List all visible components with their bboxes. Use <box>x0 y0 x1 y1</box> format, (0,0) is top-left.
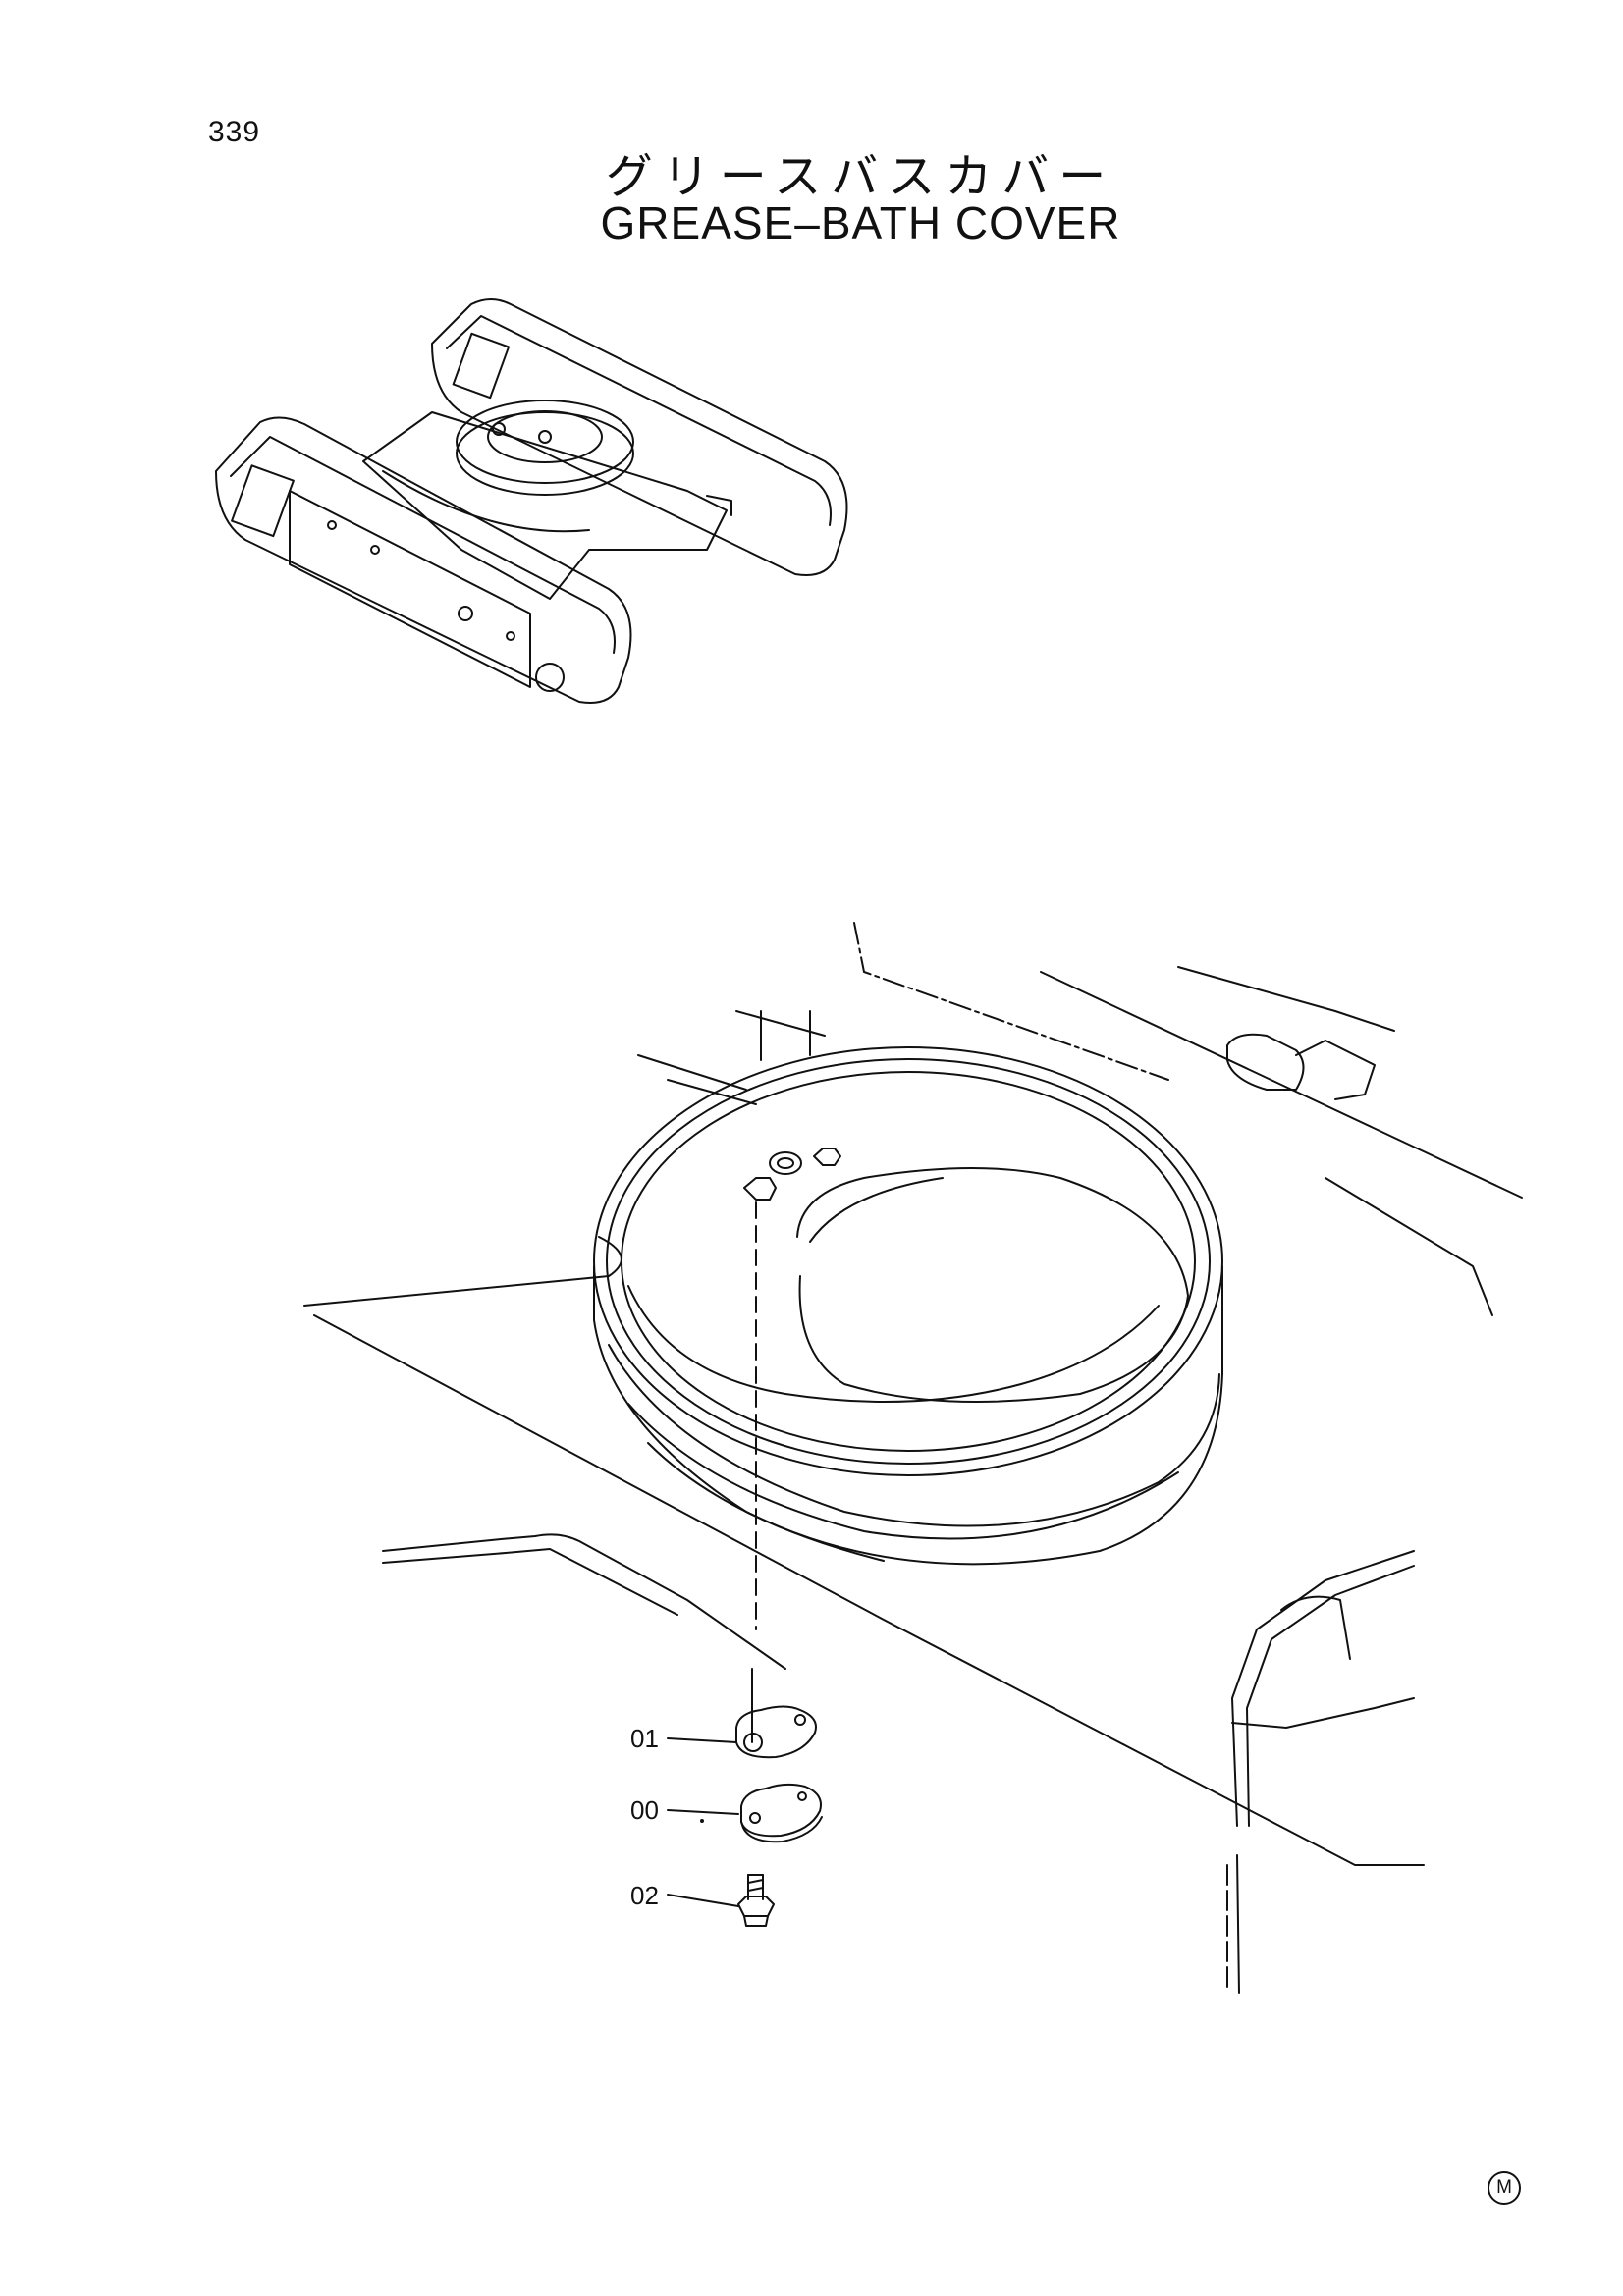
grease-bath-detail <box>303 922 1523 1994</box>
callout-01: 01 <box>630 1724 659 1753</box>
undercarriage-overview <box>215 298 848 704</box>
page-number: 339 <box>208 116 261 148</box>
title-english: GREASE–BATH COVER <box>600 197 1121 248</box>
callout-00: 00 <box>630 1795 659 1825</box>
m-mark: M <box>1488 2171 1521 2205</box>
callout-02: 02 <box>630 1881 659 1910</box>
title-japanese: グリースバスカバー <box>605 149 1116 204</box>
